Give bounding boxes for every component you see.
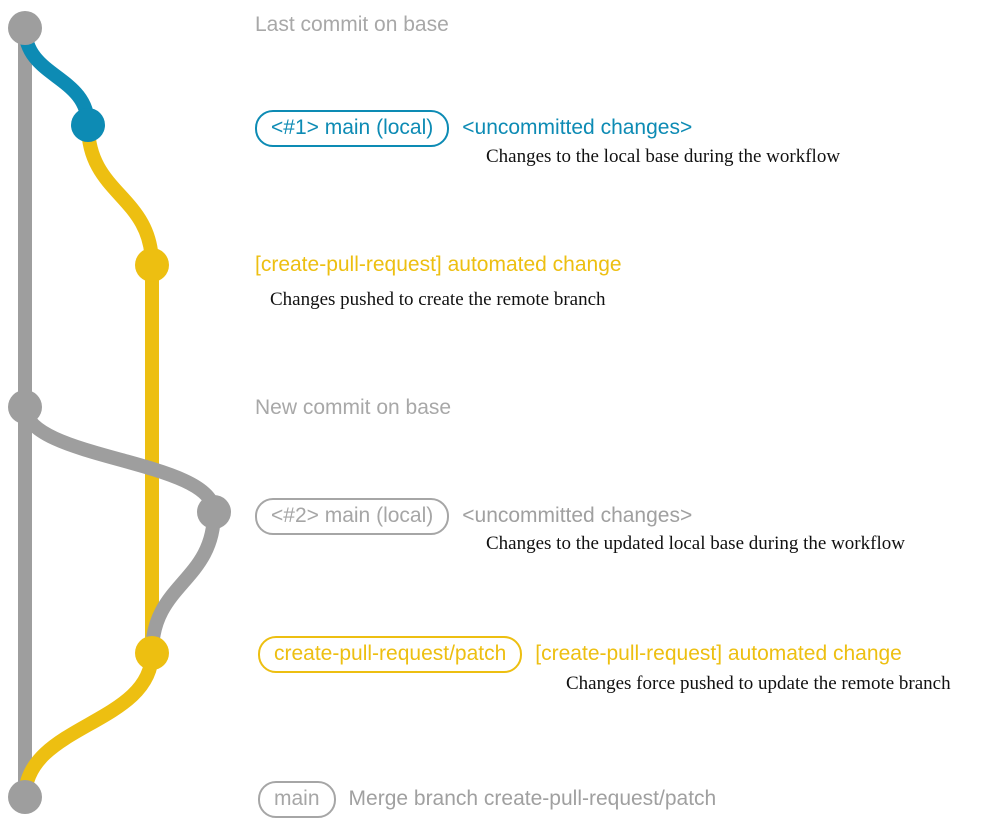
commit-node-base-new[interactable] (8, 390, 42, 424)
edge-base-to-local1 (18, 21, 95, 132)
commit-row-merge: main Merge branch create-pull-request/pa… (258, 781, 716, 818)
commit-node-patch-2[interactable] (135, 636, 169, 670)
commit-node-local-1[interactable] (71, 108, 105, 142)
ref-chip-main[interactable]: main (258, 781, 336, 818)
commit-row-local-1: <#1> main (local) <uncommitted changes> (255, 110, 692, 147)
commit-node-patch-1[interactable] (135, 248, 169, 282)
commit-note-patch-1: Changes pushed to create the remote bran… (270, 289, 606, 310)
ref-chip-create-pull-request-patch[interactable]: create-pull-request/patch (258, 636, 523, 673)
edge-base-to-local2 (18, 400, 221, 519)
edge-patch2-to-base (18, 646, 159, 804)
commit-row-patch-2: create-pull-request/patch [create-pull-r… (258, 636, 902, 673)
ref-chip-main-local-2[interactable]: <#2> main (local) (255, 498, 450, 535)
commit-subject-new-commit-on-base: New commit on base (255, 396, 452, 419)
commit-row-local-2: <#2> main (local) <uncommitted changes> (255, 498, 692, 535)
commit-subject-uncommitted-changes-2: <uncommitted changes> (462, 504, 693, 527)
commit-subject-last-commit-on-base: Last commit on base (255, 13, 449, 36)
commit-note-local-1: Changes to the local base during the wor… (486, 146, 841, 167)
commit-note-patch-2: Changes force pushed to update the remot… (566, 673, 951, 694)
commit-subject-merge-branch: Merge branch create-pull-request/patch (348, 787, 717, 810)
commit-subject-automated-change-2: [create-pull-request] automated change (535, 642, 902, 665)
commit-node-merge[interactable] (8, 780, 42, 814)
edge-local1-to-patch1 (81, 118, 159, 272)
commit-note-local-2: Changes to the updated local base during… (486, 533, 905, 554)
commit-subject-automated-change-1: [create-pull-request] automated change (255, 253, 622, 276)
commit-node-local-2[interactable] (197, 495, 231, 529)
commit-subject-uncommitted-changes-1: <uncommitted changes> (462, 116, 693, 139)
commit-node-base-last[interactable] (8, 11, 42, 45)
ref-chip-main-local-1[interactable]: <#1> main (local) (255, 110, 450, 147)
edge-local2-to-patch2 (145, 505, 221, 660)
